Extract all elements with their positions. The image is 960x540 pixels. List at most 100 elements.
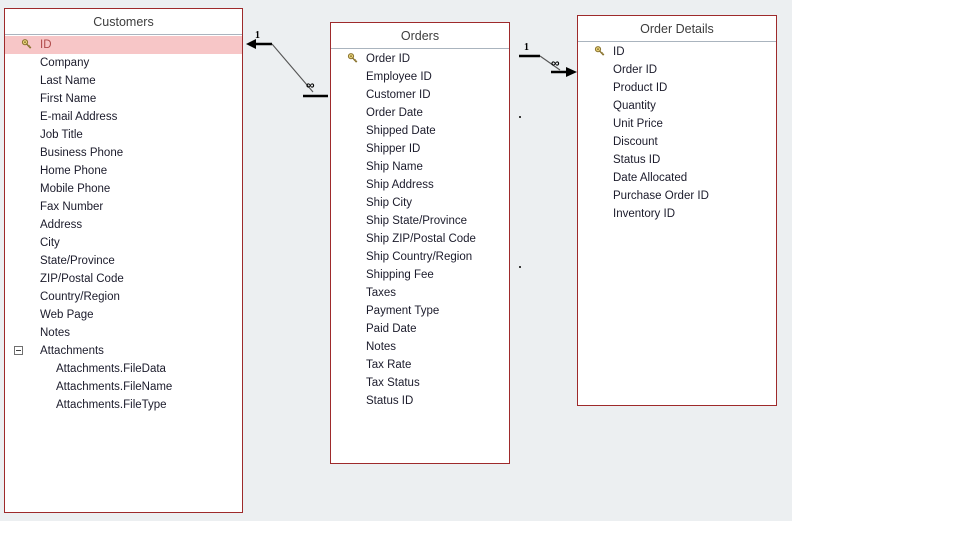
field-row[interactable]: Shipping Fee <box>331 266 509 284</box>
field-row[interactable]: ZIP/Postal Code <box>5 270 242 288</box>
field-row[interactable]: Notes <box>5 324 242 342</box>
canvas-mark <box>519 266 521 268</box>
field-row[interactable]: Attachments.FileName <box>5 378 242 396</box>
field-row[interactable]: Business Phone <box>5 144 242 162</box>
field-row[interactable]: Mobile Phone <box>5 180 242 198</box>
field-label: ID <box>40 39 52 51</box>
field-label: Address <box>40 219 83 231</box>
table-title[interactable]: Order Details <box>578 16 776 42</box>
field-row[interactable]: Inventory ID <box>578 205 776 223</box>
field-label: Discount <box>613 136 658 148</box>
field-row[interactable]: Payment Type <box>331 302 509 320</box>
field-row[interactable]: Paid Date <box>331 320 509 338</box>
field-label: Home Phone <box>40 165 108 177</box>
field-row[interactable]: Attachments.FileType <box>5 396 242 414</box>
field-label: Unit Price <box>613 118 663 130</box>
field-row[interactable]: Home Phone <box>5 162 242 180</box>
field-row[interactable]: Attachments.FileData <box>5 360 242 378</box>
field-label: Status ID <box>366 395 414 407</box>
relationship-line-customers-orders[interactable] <box>246 39 328 98</box>
field-row[interactable]: Ship City <box>331 194 509 212</box>
field-label: State/Province <box>40 255 115 267</box>
cardinality-one-customers-orders: 1 <box>255 30 260 41</box>
field-row[interactable]: Status ID <box>578 151 776 169</box>
field-row[interactable]: Job Title <box>5 126 242 144</box>
relationship-line-orders-orderdetails[interactable] <box>519 54 577 77</box>
field-label: Quantity <box>613 100 656 112</box>
field-label: First Name <box>40 93 97 105</box>
field-label: E-mail Address <box>40 111 118 123</box>
field-row[interactable]: ID <box>5 36 242 54</box>
field-label: Purchase Order ID <box>613 190 709 202</box>
field-row[interactable]: Ship Name <box>331 158 509 176</box>
field-label: Attachments.FileType <box>56 399 167 411</box>
field-label: Shipper ID <box>366 143 421 155</box>
field-row[interactable]: Product ID <box>578 79 776 97</box>
field-label: Last Name <box>40 75 96 87</box>
field-label: Ship City <box>366 197 413 209</box>
primary-key-icon <box>594 46 605 56</box>
field-row[interactable]: Taxes <box>331 284 509 302</box>
field-row[interactable]: State/Province <box>5 252 242 270</box>
field-row[interactable]: ID <box>578 43 776 61</box>
field-row[interactable]: Purchase Order ID <box>578 187 776 205</box>
field-row[interactable]: Ship State/Province <box>331 212 509 230</box>
field-row[interactable]: Tax Status <box>331 374 509 392</box>
field-label: Country/Region <box>40 291 120 303</box>
field-row[interactable]: City <box>5 234 242 252</box>
field-row[interactable]: Address <box>5 216 242 234</box>
field-label: Attachments.FileName <box>56 381 173 393</box>
field-row[interactable]: Shipper ID <box>331 140 509 158</box>
field-row[interactable]: Ship Address <box>331 176 509 194</box>
field-row[interactable]: Attachments <box>5 342 242 360</box>
field-row[interactable]: Company <box>5 54 242 72</box>
field-row[interactable]: Order ID <box>578 61 776 79</box>
field-label: Order Date <box>366 107 423 119</box>
relationships-canvas[interactable]: Orders (many) --> Order Details (many) -… <box>0 0 792 521</box>
field-row[interactable]: First Name <box>5 90 242 108</box>
field-label: Fax Number <box>40 201 104 213</box>
table-title[interactable]: Orders <box>331 23 509 49</box>
field-label: ID <box>613 46 625 58</box>
field-row[interactable]: Date Allocated <box>578 169 776 187</box>
field-label: Employee ID <box>366 71 432 83</box>
field-label: Taxes <box>366 287 397 299</box>
field-row[interactable]: Quantity <box>578 97 776 115</box>
field-row[interactable]: Discount <box>578 133 776 151</box>
field-row[interactable]: Shipped Date <box>331 122 509 140</box>
field-row[interactable]: Web Page <box>5 306 242 324</box>
field-row[interactable]: Customer ID <box>331 86 509 104</box>
field-label: Attachments.FileData <box>56 363 166 375</box>
field-label: Notes <box>366 341 397 353</box>
field-label: Tax Status <box>366 377 420 389</box>
field-row[interactable]: Ship Country/Region <box>331 248 509 266</box>
field-label: Notes <box>40 327 71 339</box>
field-row[interactable]: Status ID <box>331 392 509 410</box>
field-row[interactable]: Tax Rate <box>331 356 509 374</box>
field-row[interactable]: E-mail Address <box>5 108 242 126</box>
field-label: Payment Type <box>366 305 440 317</box>
field-label: Ship Address <box>366 179 434 191</box>
table-title[interactable]: Customers <box>5 9 242 35</box>
field-label: Attachments <box>40 345 104 357</box>
field-label: Job Title <box>40 129 83 141</box>
field-row[interactable]: Order ID <box>331 50 509 68</box>
field-row[interactable]: Ship ZIP/Postal Code <box>331 230 509 248</box>
field-label: Ship ZIP/Postal Code <box>366 233 476 245</box>
field-row[interactable]: Order Date <box>331 104 509 122</box>
field-label: Product ID <box>613 82 668 94</box>
field-label: Ship Name <box>366 161 423 173</box>
field-row[interactable]: Notes <box>331 338 509 356</box>
cardinality-one-orders-orderdetails: 1 <box>524 42 529 53</box>
field-row[interactable]: Fax Number <box>5 198 242 216</box>
field-row[interactable]: Country/Region <box>5 288 242 306</box>
field-row[interactable]: Employee ID <box>331 68 509 86</box>
field-row[interactable]: Last Name <box>5 72 242 90</box>
expand-collapse-icon[interactable] <box>14 346 23 355</box>
field-label: Business Phone <box>40 147 124 159</box>
field-row[interactable]: Unit Price <box>578 115 776 133</box>
